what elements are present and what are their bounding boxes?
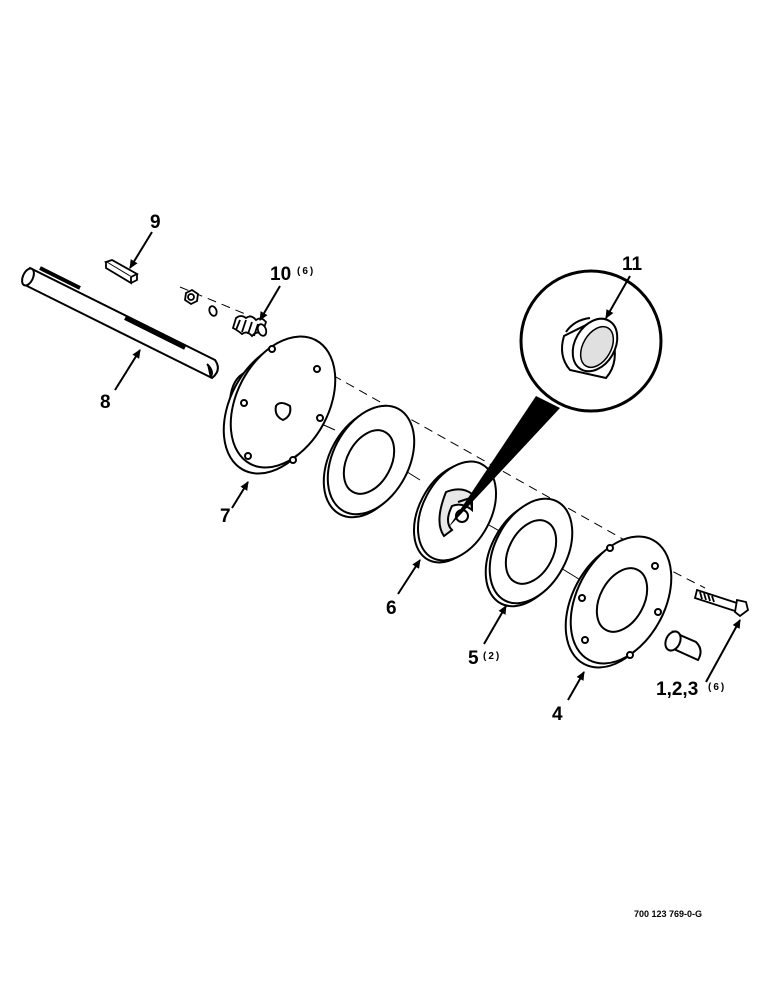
hub-plate-part: [222, 335, 337, 475]
drawing-code: 700 123 769-0-G: [634, 909, 702, 919]
label-8: 8: [100, 392, 111, 413]
label-11: 11: [622, 254, 643, 275]
pressure-plate-part: [564, 535, 673, 669]
label-6: 6: [386, 598, 397, 619]
friction-disc-front-part: [484, 497, 574, 608]
label-7: 7: [220, 506, 231, 527]
part-labels: 9 10 (6) 8 7 6 5 (2) 4 1,2,3 (6) 11 700 …: [100, 212, 726, 919]
bolt-part: [693, 588, 750, 618]
shaft-part: [21, 266, 219, 380]
label-1-2-3: 1,2,3: [656, 679, 698, 700]
spring-assembly: [184, 288, 268, 338]
label-1-2-3-qty: (6): [708, 682, 726, 693]
label-10: 10: [270, 264, 291, 285]
label-10-qty: (6): [297, 266, 315, 277]
label-5: 5: [468, 648, 479, 669]
pin-part: [664, 630, 702, 662]
bushing-detail-callout: [448, 269, 663, 528]
label-5-qty: (2): [483, 651, 501, 662]
friction-disc-rear-part: [322, 404, 416, 519]
leader-arrows: [114, 231, 741, 701]
key-part: [103, 259, 139, 285]
label-4: 4: [552, 704, 563, 725]
label-9: 9: [150, 212, 161, 233]
